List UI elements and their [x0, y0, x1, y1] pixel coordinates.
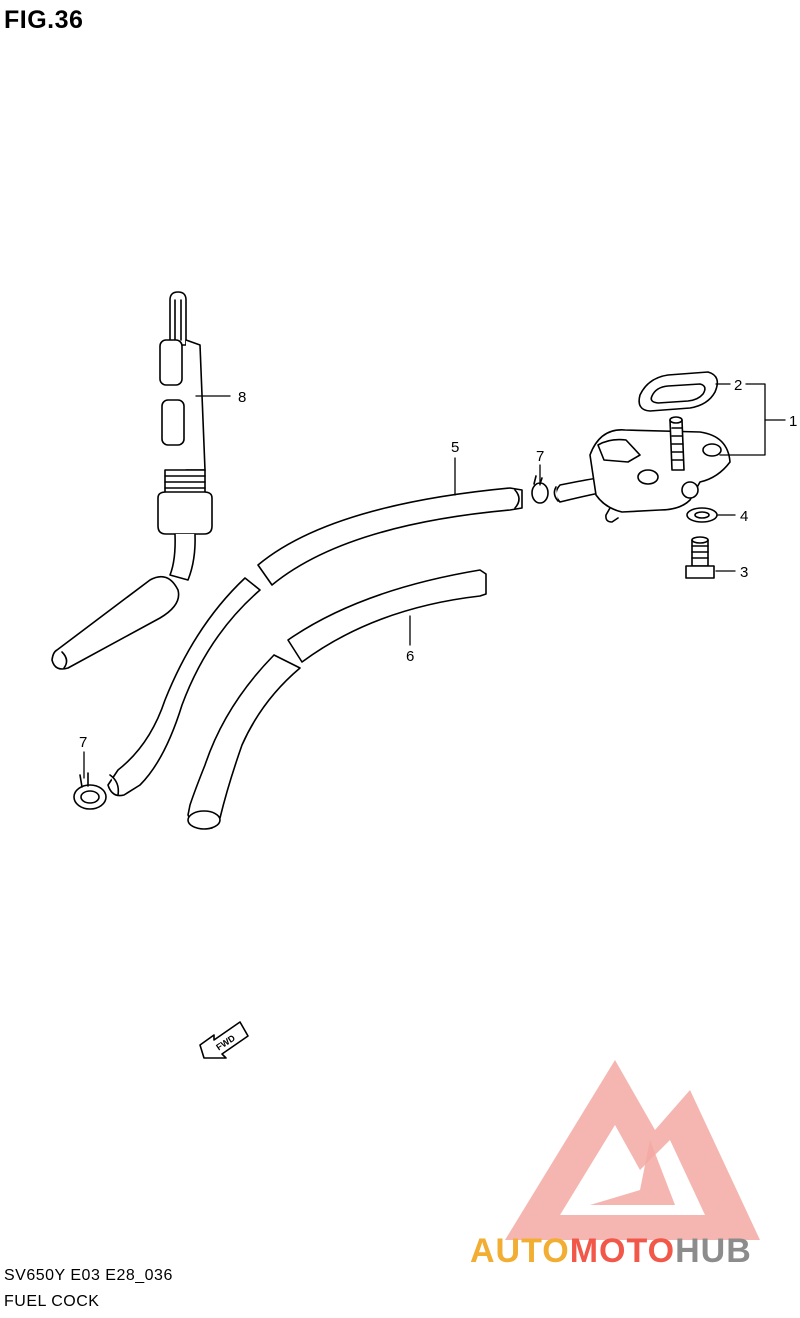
brand-part-auto: AUTO: [470, 1232, 570, 1270]
callout-1: 1: [789, 413, 797, 430]
callout-8: 8: [238, 389, 246, 406]
gasket-part-2: [638, 371, 719, 412]
brand-part-moto: MOTO: [569, 1232, 676, 1270]
hose-clamp-part-7-lower: [73, 772, 107, 810]
hose-clamp-part-7-upper: [531, 475, 549, 504]
brand-part-hub: HUB: [675, 1232, 752, 1270]
washer-part-4: [686, 507, 718, 523]
callout-5: 5: [451, 439, 459, 456]
fuel-cock-part-1: [553, 416, 731, 523]
fuel-sensor-part-8: [51, 291, 213, 670]
callout-7-lower: 7: [79, 734, 87, 751]
callout-2: 2: [734, 377, 742, 394]
leader-lines: [83, 383, 786, 779]
hose-part-5: [107, 487, 523, 797]
callout-4: 4: [740, 508, 748, 525]
section-name: FUEL COCK: [4, 1293, 100, 1310]
figure-title: FIG.36: [4, 6, 84, 34]
callout-6: 6: [406, 648, 414, 665]
bolt-part-3: [685, 536, 715, 579]
watermark-logo: [505, 1060, 760, 1240]
callout-3: 3: [740, 564, 748, 581]
fwd-direction-arrow: [199, 1021, 249, 1059]
callout-7-upper: 7: [536, 448, 544, 465]
model-code: SV650Y E03 E28_036: [4, 1267, 173, 1284]
hose-part-6: [187, 569, 487, 830]
watermark-brand-text: AUTOMOTOHUB: [470, 1232, 752, 1271]
